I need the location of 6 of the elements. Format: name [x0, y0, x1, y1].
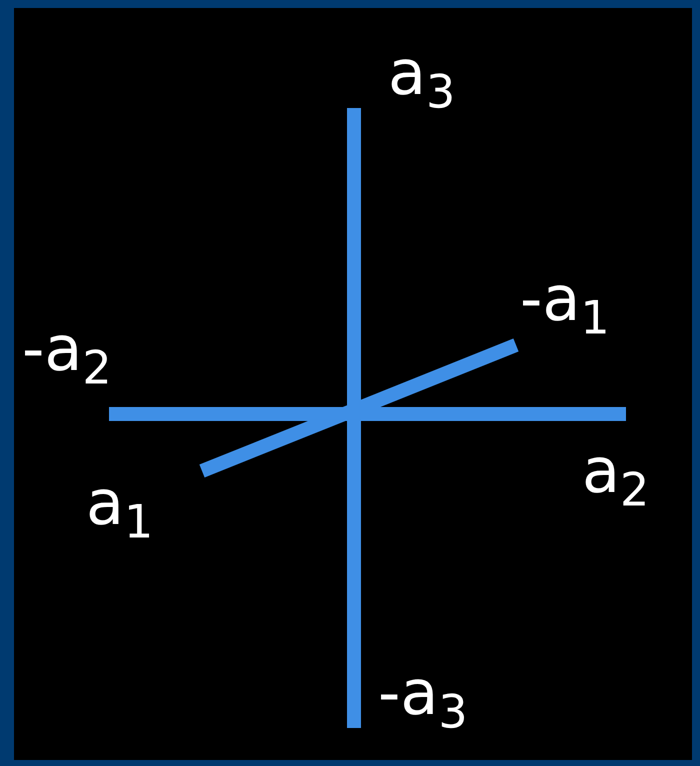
axis-label: a$_{2}$ [582, 440, 650, 512]
axis-label: -a$_{2}$ [22, 318, 112, 390]
axis-label: -a$_{3}$ [378, 662, 468, 734]
axis-label: a$_{1}$ [86, 472, 154, 544]
axis-label: a$_{3}$ [388, 42, 456, 114]
axis-label: -a$_{1}$ [520, 268, 610, 340]
